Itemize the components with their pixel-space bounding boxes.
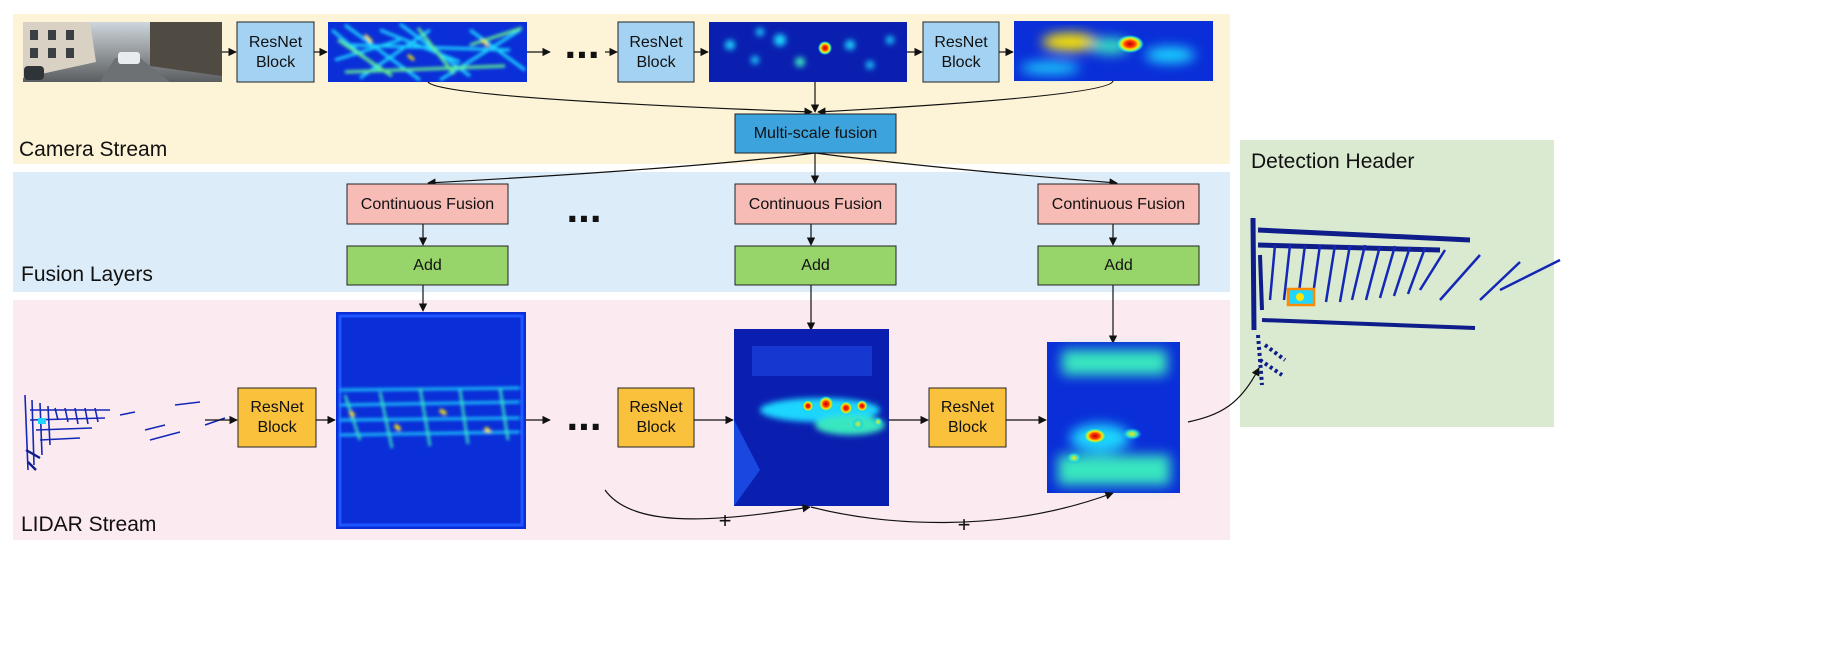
resnet-lidar-1-line2: Block (257, 419, 297, 436)
lidar-feature-map-3 (1047, 342, 1180, 493)
add-label-1: Add (413, 257, 441, 274)
lidar-stream-arrows (205, 367, 1260, 524)
resnet-block-camera-3 (922, 21, 1000, 83)
resnet-camera-2-line1: ResNet (629, 34, 683, 51)
fusion-layers-band (13, 172, 1230, 292)
add-block-1 (346, 245, 509, 286)
add-block-2 (734, 245, 897, 286)
lidar-feature-map-2 (734, 329, 889, 506)
resnet-camera-1-line1: ResNet (249, 34, 303, 51)
resnet-lidar-2-line1: ResNet (629, 399, 683, 416)
detection-pointcloud (1250, 217, 1561, 386)
resnet-camera-1-line2: Block (256, 54, 296, 71)
continuous-fusion-block-3 (1037, 183, 1200, 225)
multiscale-fusion-block (734, 113, 897, 154)
add-block-3 (1037, 245, 1200, 286)
resnet-camera-2-line2: Block (636, 54, 676, 71)
resnet-block-lidar-1 (237, 387, 317, 448)
resnet-lidar-3-line2: Block (948, 419, 988, 436)
add-label-2: Add (801, 257, 829, 274)
fusion-ellipsis: ... (566, 184, 601, 231)
resnet-camera-3-line2: Block (941, 54, 981, 71)
resnet-block-camera-1 (236, 21, 315, 83)
resnet-block-camera-2 (617, 21, 695, 83)
skip-plus-2: + (958, 512, 971, 537)
fusion-distribution-arrows (418, 152, 1118, 344)
camera-stream-arrows (222, 47, 1114, 116)
resnet-block-lidar-2 (617, 387, 695, 448)
continuous-fusion-label-3: Continuous Fusion (1052, 196, 1185, 213)
camera-stream-label: Camera Stream (19, 138, 167, 161)
continuous-fusion-label-1: Continuous Fusion (361, 196, 494, 213)
lidar-ellipsis: ... (566, 392, 601, 439)
lidar-stream-label: LIDAR Stream (21, 513, 156, 536)
resnet-lidar-2-line2: Block (636, 419, 676, 436)
multiscale-fusion-label: Multi-scale fusion (754, 125, 878, 142)
camera-feature-map-1 (328, 22, 527, 82)
fusion-layers-label: Fusion Layers (21, 263, 153, 286)
add-label-3: Add (1104, 257, 1132, 274)
camera-feature-map-3 (1014, 21, 1213, 81)
resnet-camera-3-line1: ResNet (934, 34, 988, 51)
lidar-feature-map-1 (336, 312, 526, 529)
camera-input-image (23, 22, 222, 82)
skip-plus-1: + (719, 508, 732, 533)
continuous-fusion-block-1 (346, 183, 509, 225)
resnet-lidar-1-line1: ResNet (250, 399, 304, 416)
resnet-block-lidar-3 (928, 387, 1007, 448)
resnet-lidar-3-line1: ResNet (941, 399, 995, 416)
continuous-fusion-label-2: Continuous Fusion (749, 196, 882, 213)
continuous-fusion-block-2 (734, 183, 897, 225)
detection-header-label: Detection Header (1251, 150, 1414, 173)
camera-ellipsis: ... (564, 20, 599, 67)
camera-feature-map-2 (709, 22, 907, 82)
lidar-input-pointcloud (24, 394, 226, 471)
